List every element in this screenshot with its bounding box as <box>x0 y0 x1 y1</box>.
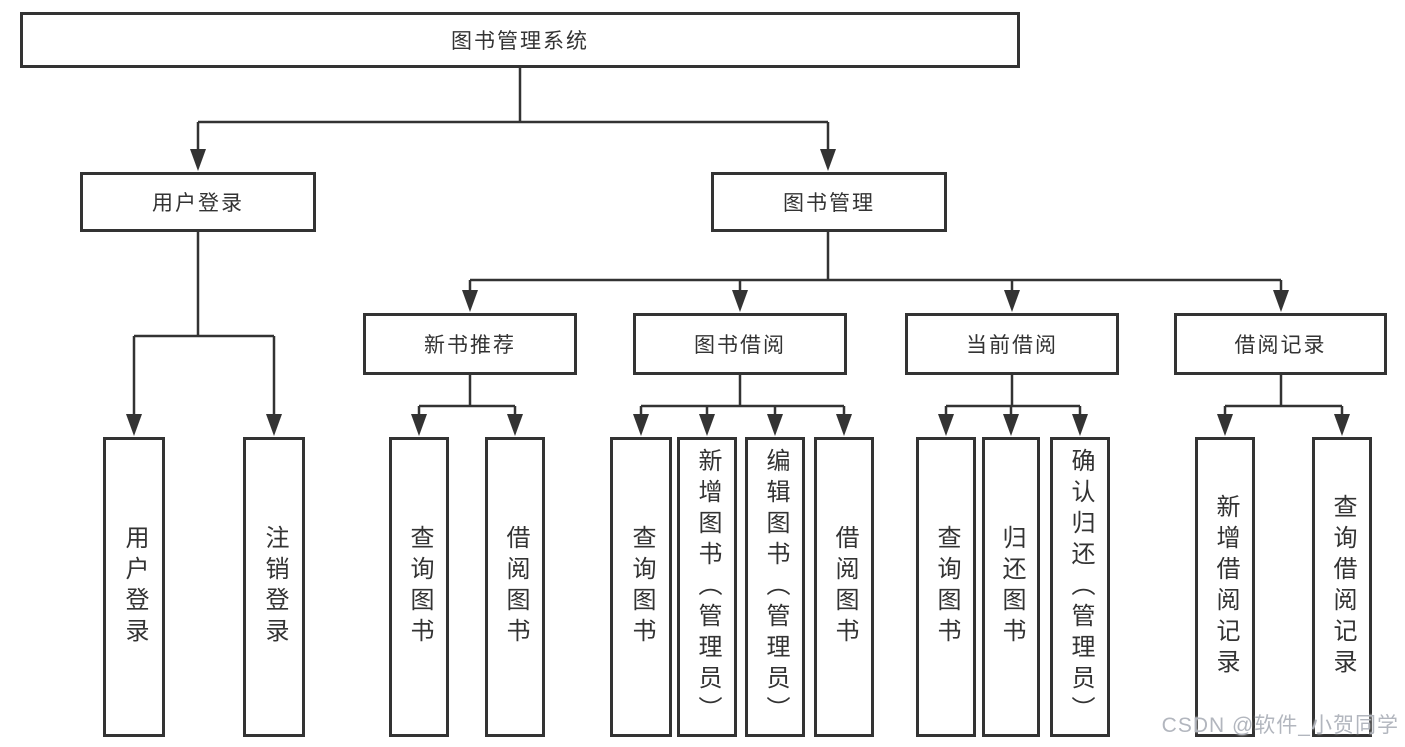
node-leaf-query-books-1: 查询图书 <box>389 437 449 737</box>
node-leaf-return-books: 归还图书 <box>982 437 1040 737</box>
node-book-borrow: 图书借阅 <box>633 313 847 375</box>
node-root: 图书管理系统 <box>20 12 1020 68</box>
connector-root-to-level2 <box>196 68 830 154</box>
arrowhead-icon <box>1003 414 1019 436</box>
connector-book-mgmt-to-level3 <box>468 232 1283 295</box>
node-leaf-confirm-return-admin: 确认归还（管理员） <box>1050 437 1110 737</box>
arrowhead-icon <box>411 414 427 436</box>
arrowhead-icon <box>1072 414 1088 436</box>
node-leaf-edit-books-admin: 编辑图书（管理员） <box>745 437 805 737</box>
arrowhead-icon <box>462 290 478 312</box>
arrowhead-icon <box>938 414 954 436</box>
arrowhead-icon <box>699 414 715 436</box>
node-new-book-rec: 新书推荐 <box>363 313 577 375</box>
node-leaf-user-login: 用户登录 <box>103 437 165 737</box>
node-borrow-records: 借阅记录 <box>1174 313 1387 375</box>
arrowhead-icon <box>1217 414 1233 436</box>
node-leaf-add-books-admin: 新增图书（管理员） <box>677 437 737 737</box>
arrowhead-icon <box>190 149 206 171</box>
node-leaf-borrow-books-1: 借阅图书 <box>485 437 545 737</box>
connector-user-login-to-leaves <box>132 232 276 419</box>
node-book-mgmt: 图书管理 <box>711 172 947 232</box>
node-user-login: 用户登录 <box>80 172 316 232</box>
node-leaf-borrow-books-2: 借阅图书 <box>814 437 874 737</box>
arrowhead-icon <box>820 149 836 171</box>
node-current-borrow: 当前借阅 <box>905 313 1119 375</box>
node-leaf-query-borrow-record: 查询借阅记录 <box>1312 437 1372 737</box>
arrowhead-icon <box>1273 290 1289 312</box>
node-leaf-add-borrow-record: 新增借阅记录 <box>1195 437 1255 737</box>
csdn-watermark: CSDN @软件_小贺同学 <box>1161 714 1399 737</box>
connector-book-borrow-to-leaves <box>639 375 846 419</box>
connector-borrow-records-to-leaves <box>1223 375 1344 419</box>
arrowhead-icon <box>266 414 282 436</box>
connector-current-borrow-to-leaves <box>944 375 1082 419</box>
node-leaf-query-books-2: 查询图书 <box>610 437 672 737</box>
arrowhead-icon <box>507 414 523 436</box>
arrowheads <box>126 149 1350 436</box>
arrowhead-icon <box>836 414 852 436</box>
arrowhead-icon <box>1334 414 1350 436</box>
arrowhead-icon <box>126 414 142 436</box>
arrowhead-icon <box>1004 290 1020 312</box>
arrowhead-icon <box>732 290 748 312</box>
arrowhead-icon <box>633 414 649 436</box>
arrowhead-icon <box>767 414 783 436</box>
connector-new-book-rec-to-leaves <box>417 375 517 419</box>
node-leaf-query-books-3: 查询图书 <box>916 437 976 737</box>
node-leaf-logout: 注销登录 <box>243 437 305 737</box>
